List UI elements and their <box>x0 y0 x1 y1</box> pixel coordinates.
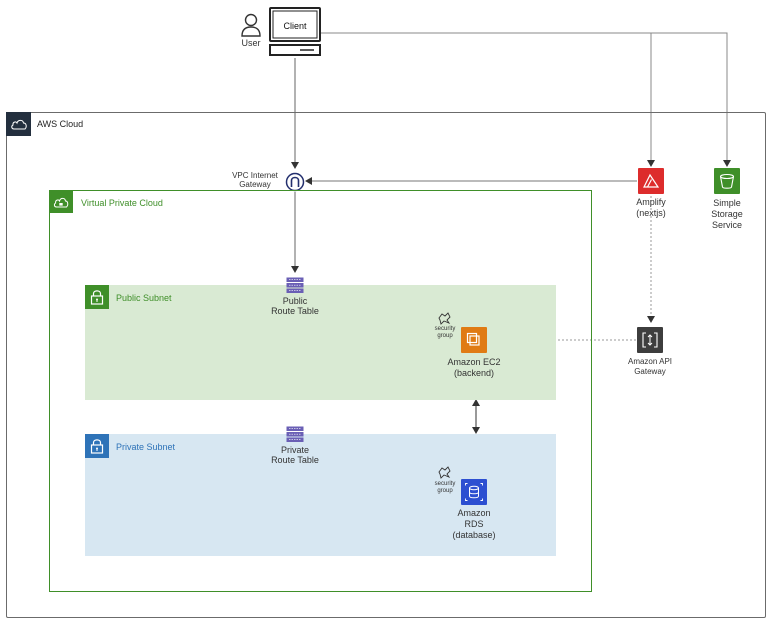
rds-label-1: Amazon <box>457 508 491 518</box>
client-label: Client <box>283 21 307 31</box>
ec2-security-group-icon <box>437 312 452 325</box>
rds-icon <box>461 479 487 505</box>
s3-label-1: Simple <box>713 198 741 208</box>
rds-label-3: (database) <box>452 530 496 540</box>
user-icon <box>240 13 262 37</box>
private-route-table-label-1: Private <box>280 445 309 455</box>
api-gateway-label-1: Amazon API <box>627 357 673 366</box>
s3-bucket-icon <box>714 168 740 194</box>
amplify-label-2: (nextjs) <box>636 208 666 218</box>
api-gateway-icon <box>637 327 663 353</box>
public-subnet-lock-icon <box>85 285 109 309</box>
client-computer-icon <box>268 6 322 58</box>
rds-security-group-label-1: security <box>434 481 456 487</box>
rds-label-2: RDS <box>464 519 484 529</box>
amplify-icon <box>638 168 664 194</box>
public-route-table-icon <box>286 277 304 294</box>
private-route-table-icon <box>286 426 304 443</box>
vpc-label: Virtual Private Cloud <box>81 198 163 208</box>
vpc-icon <box>49 190 73 213</box>
ec2-label-1: Amazon EC2 <box>447 357 501 367</box>
internet-gateway-label-2: Gateway <box>239 180 271 189</box>
private-subnet-lock-icon <box>85 434 109 458</box>
private-subnet-label: Private Subnet <box>116 442 176 452</box>
aws-cloud-label: AWS Cloud <box>37 119 84 129</box>
amplify-label-1: Amplify <box>636 197 666 207</box>
ec2-label-2: (backend) <box>453 368 495 378</box>
public-subnet-label: Public Subnet <box>116 293 172 303</box>
ec2-icon <box>461 327 487 353</box>
private-route-table-label-2: Route Table <box>271 455 319 465</box>
public-route-table-label-2: Route Table <box>271 306 319 316</box>
internet-gateway-label-1: VPC Internet <box>232 171 278 180</box>
rds-security-group-icon <box>437 466 452 479</box>
public-route-table-label-1: Public <box>282 296 308 306</box>
api-gateway-label-2: Gateway <box>634 367 666 376</box>
internet-gateway-icon <box>285 172 305 192</box>
ec2-security-group-label-2: group <box>437 333 453 339</box>
s3-label-3: Service <box>711 220 742 230</box>
vpc-boundary <box>49 190 592 592</box>
s3-label-2: Storage <box>711 209 743 219</box>
aws-cloud-boundary <box>6 112 766 618</box>
ec2-security-group-label-1: security <box>434 326 456 332</box>
aws-cloud-icon <box>6 112 31 136</box>
user-label: User <box>241 38 261 48</box>
rds-security-group-label-2: group <box>437 488 453 494</box>
